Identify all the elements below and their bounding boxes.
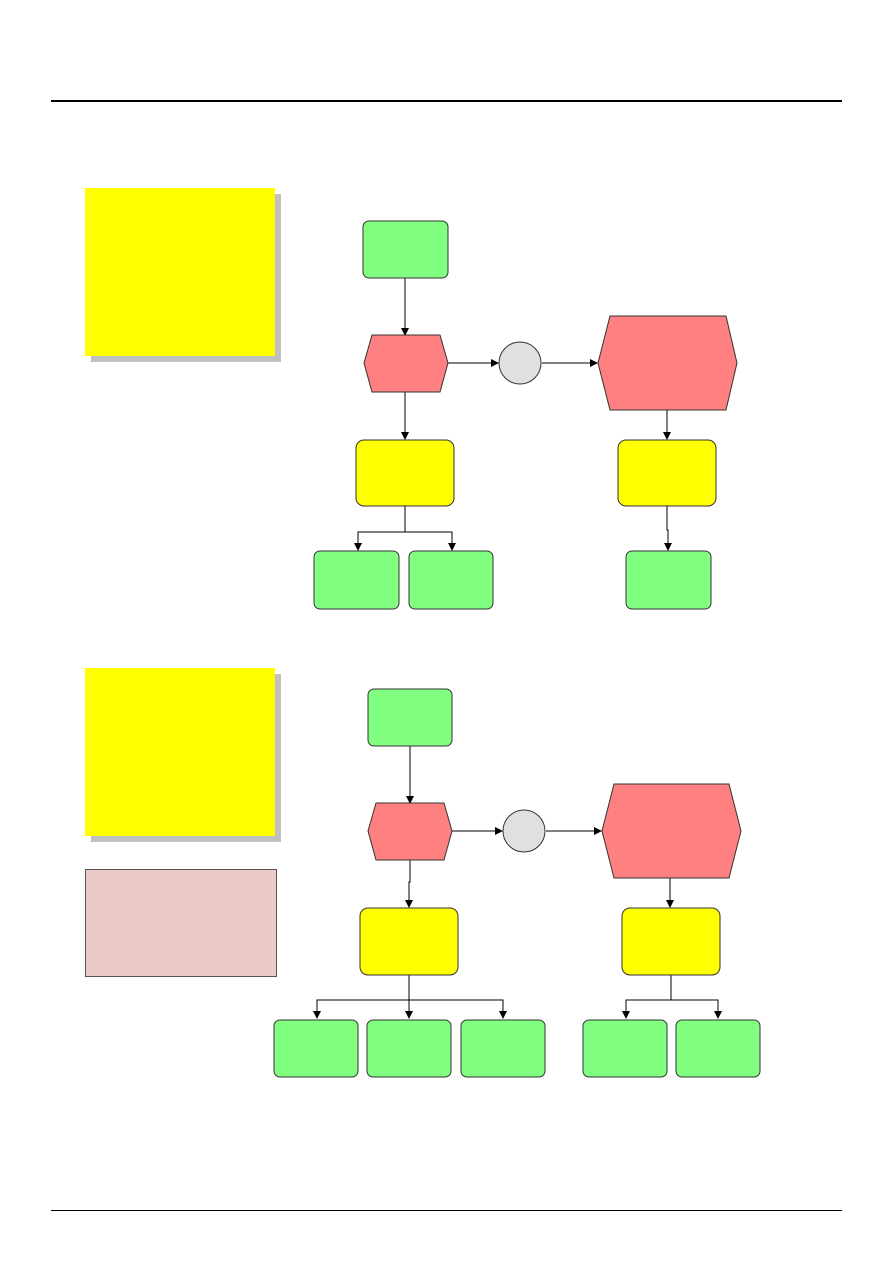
edge-process-left-split-2 xyxy=(405,531,456,551)
function-start-bottom xyxy=(367,688,453,747)
edge-event-to-process-left-b xyxy=(405,860,413,908)
function-start-top xyxy=(362,220,449,279)
process-right-bottom xyxy=(621,907,721,976)
process-left-bottom xyxy=(359,907,459,976)
edge-process-left-split-b3 xyxy=(409,999,507,1019)
footer-rule xyxy=(51,1210,842,1211)
connector-top xyxy=(498,341,542,385)
function-out-right-2-bottom xyxy=(675,1019,761,1078)
function-out-left-1-bottom xyxy=(273,1019,359,1078)
function-out-left-2-top xyxy=(408,550,494,610)
event-right-top xyxy=(597,315,738,411)
process-left-top xyxy=(355,439,455,507)
edge-process-right-out xyxy=(664,506,672,551)
edge-process-left-split xyxy=(354,506,406,551)
function-out-left-2-bottom xyxy=(366,1019,452,1078)
function-out-right-1-top xyxy=(625,550,712,610)
edge-process-left-split-b1 xyxy=(313,975,410,1019)
connector-bottom xyxy=(502,809,546,853)
edge-process-right-split-b1 xyxy=(622,975,672,1019)
function-out-right-1-bottom xyxy=(582,1019,668,1078)
header-rule xyxy=(51,100,842,102)
comment-box xyxy=(85,869,277,977)
function-out-left-1-top xyxy=(313,550,400,610)
note-box-top xyxy=(85,188,275,356)
process-right-top xyxy=(617,439,717,507)
event-left-top xyxy=(363,334,449,393)
note-box-bottom xyxy=(85,668,275,836)
function-out-left-3-bottom xyxy=(460,1019,546,1078)
diagram-bottom xyxy=(273,688,761,1078)
diagram-top xyxy=(313,220,738,610)
edge-process-right-split-b2 xyxy=(671,999,722,1019)
event-left-bottom xyxy=(367,802,453,861)
event-right-bottom xyxy=(601,783,742,879)
